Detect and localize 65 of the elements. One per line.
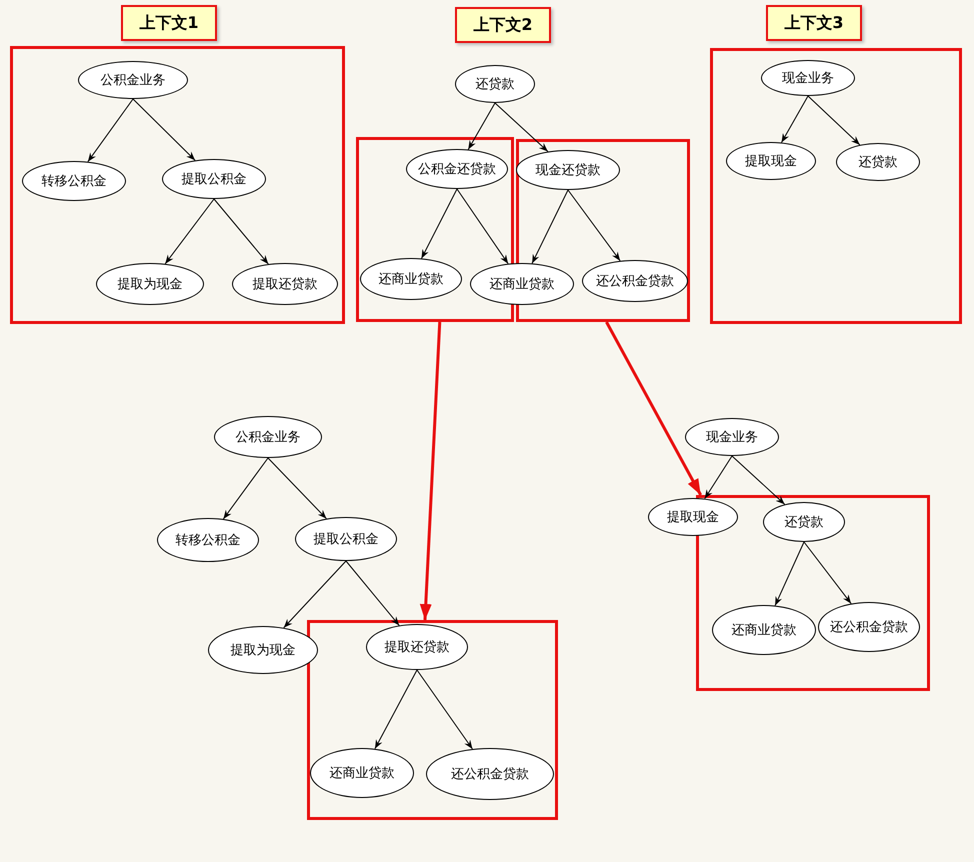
arrow	[421, 188, 458, 259]
ellipse-node	[360, 258, 462, 300]
context-frame	[10, 46, 345, 324]
node-label: 转移公积金	[42, 173, 106, 190]
node-label: 还贷款	[858, 154, 898, 171]
node-label: 提取现金	[667, 509, 719, 526]
arrow	[374, 670, 418, 750]
context-frame	[307, 620, 558, 820]
arrow	[494, 102, 548, 152]
node-label: 上下文3	[784, 12, 844, 34]
arrow	[568, 190, 621, 262]
node-label: 还商业贷款	[330, 765, 394, 782]
node-label: 转移公积金	[176, 532, 240, 549]
arrow	[346, 560, 400, 626]
node-label: 还公积金贷款	[830, 619, 908, 636]
arrow	[283, 560, 346, 628]
ellipse-node	[426, 748, 554, 800]
node-label: 现金还贷款	[536, 162, 600, 179]
node-label: 现金业务	[782, 70, 834, 87]
arrow	[416, 670, 473, 750]
ellipse-node	[406, 149, 508, 189]
arrow	[468, 102, 496, 150]
ellipse-node	[516, 150, 620, 190]
node-label: 提取公积金	[314, 531, 378, 548]
node-label: 提取公积金	[182, 171, 246, 188]
node-label: 还商业贷款	[732, 622, 796, 639]
arrow	[268, 458, 327, 520]
node-label: 公积金业务	[100, 72, 166, 89]
node-label: 还贷款	[476, 76, 514, 93]
arrow	[704, 456, 732, 500]
context-tag	[766, 5, 862, 41]
node-label: 还公积金贷款	[451, 766, 529, 783]
arrow	[222, 458, 268, 520]
node-label: 还贷款	[784, 514, 824, 531]
arrow	[804, 542, 852, 604]
arrow	[164, 198, 214, 264]
arrow	[214, 198, 269, 265]
context-frame	[710, 48, 962, 324]
arrow	[781, 96, 808, 144]
node-label: 上下文1	[139, 12, 199, 34]
node-label: 公积金业务	[236, 429, 300, 446]
arrow	[87, 98, 134, 162]
ellipse-node	[582, 260, 688, 302]
arrow	[774, 542, 804, 606]
node-label: 还商业贷款	[490, 276, 554, 293]
context-tag	[455, 7, 551, 43]
node-label: 提取还贷款	[252, 276, 318, 293]
ellipse-node	[310, 748, 414, 798]
context-tag	[121, 5, 217, 41]
node-label: 上下文2	[473, 14, 533, 36]
arrow	[808, 96, 860, 146]
arrow	[420, 322, 442, 620]
node-label: 还公积金贷款	[596, 273, 674, 290]
node-label: 公积金还贷款	[418, 161, 496, 178]
node-label: 提取现金	[745, 153, 797, 170]
arrow	[456, 188, 509, 264]
node-label: 现金业务	[706, 429, 758, 446]
node-label: 提取为现金	[230, 642, 296, 659]
arrow	[532, 190, 568, 264]
arrow	[132, 98, 196, 161]
arrow	[732, 456, 786, 505]
arrow	[605, 321, 702, 496]
node-label: 还商业贷款	[378, 271, 444, 288]
node-label: 提取还贷款	[384, 639, 450, 656]
node-label: 提取为现金	[118, 276, 182, 293]
